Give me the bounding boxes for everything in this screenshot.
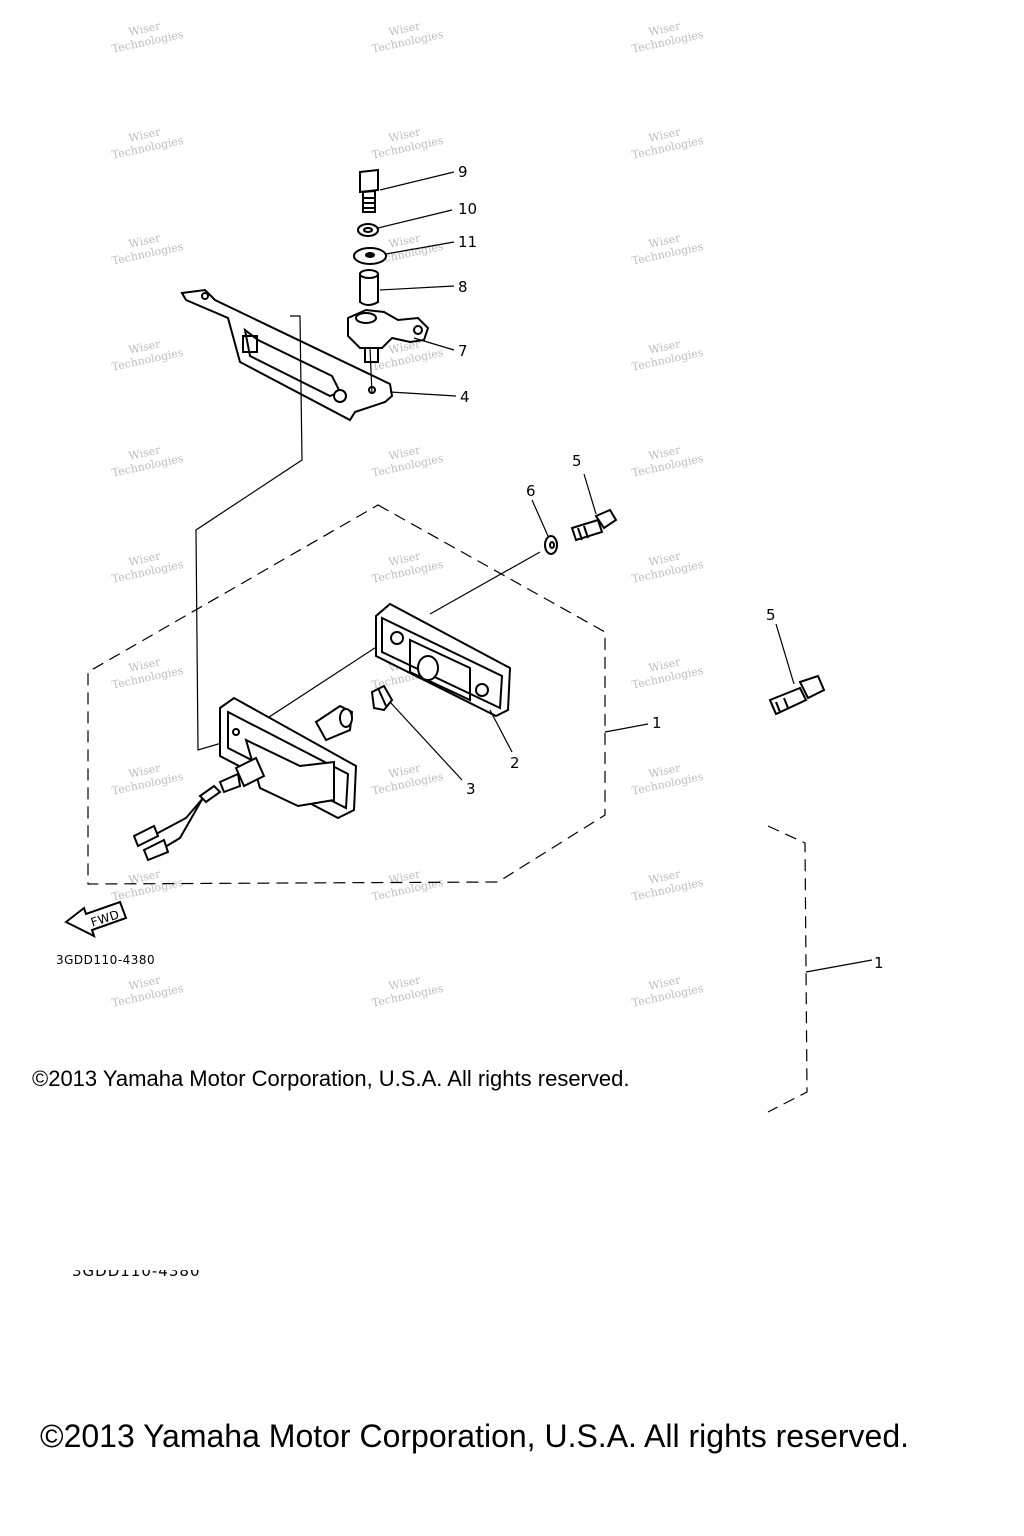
callout-2: 2: [510, 754, 520, 772]
callout-1-right: 1: [874, 954, 884, 972]
callout-leaders: [377, 171, 873, 973]
callout-8: 8: [458, 278, 468, 296]
bolt-part-9: [359, 168, 379, 213]
diagram-code: 3GDD110-4380: [56, 953, 155, 967]
callout-4: 4: [460, 388, 470, 406]
lens-part-2: [375, 602, 512, 718]
housing: [218, 696, 358, 820]
diagram-code-clipped: 3GDD110-4380: [72, 1270, 201, 1280]
washer-part-11: [353, 247, 387, 265]
wire-leads: [132, 784, 222, 862]
callout-labels: 9 10 11 8 7 4 5 6 1 2 3 5 1: [458, 163, 884, 972]
callout-1: 1: [652, 714, 662, 732]
callout-5: 5: [572, 452, 582, 470]
callout-6: 6: [526, 482, 536, 500]
copyright-large: ©2013 Yamaha Motor Corporation, U.S.A. A…: [40, 1418, 910, 1454]
screw-part-5-partial: [768, 674, 826, 716]
screw-part-5: [570, 508, 618, 542]
bulb-part-3: [370, 684, 394, 712]
callout-10: 10: [458, 200, 477, 218]
washer-part-6: [544, 535, 558, 555]
callout-9: 9: [458, 163, 468, 181]
callout-5-right: 5: [766, 606, 776, 624]
callout-7: 7: [458, 342, 468, 360]
callout-3: 3: [466, 780, 476, 798]
collar-part-8: [359, 269, 379, 306]
assembly-boundary-partial: [767, 825, 808, 1113]
arm-part-7: [347, 308, 430, 363]
fwd-arrow-icon: FWD: [64, 900, 128, 938]
lockwasher-part-10: [357, 223, 379, 237]
copyright-small: ©2013 Yamaha Motor Corporation, U.S.A. A…: [32, 1066, 630, 1091]
callout-11: 11: [458, 233, 477, 251]
bracket-part-4: [180, 288, 394, 422]
